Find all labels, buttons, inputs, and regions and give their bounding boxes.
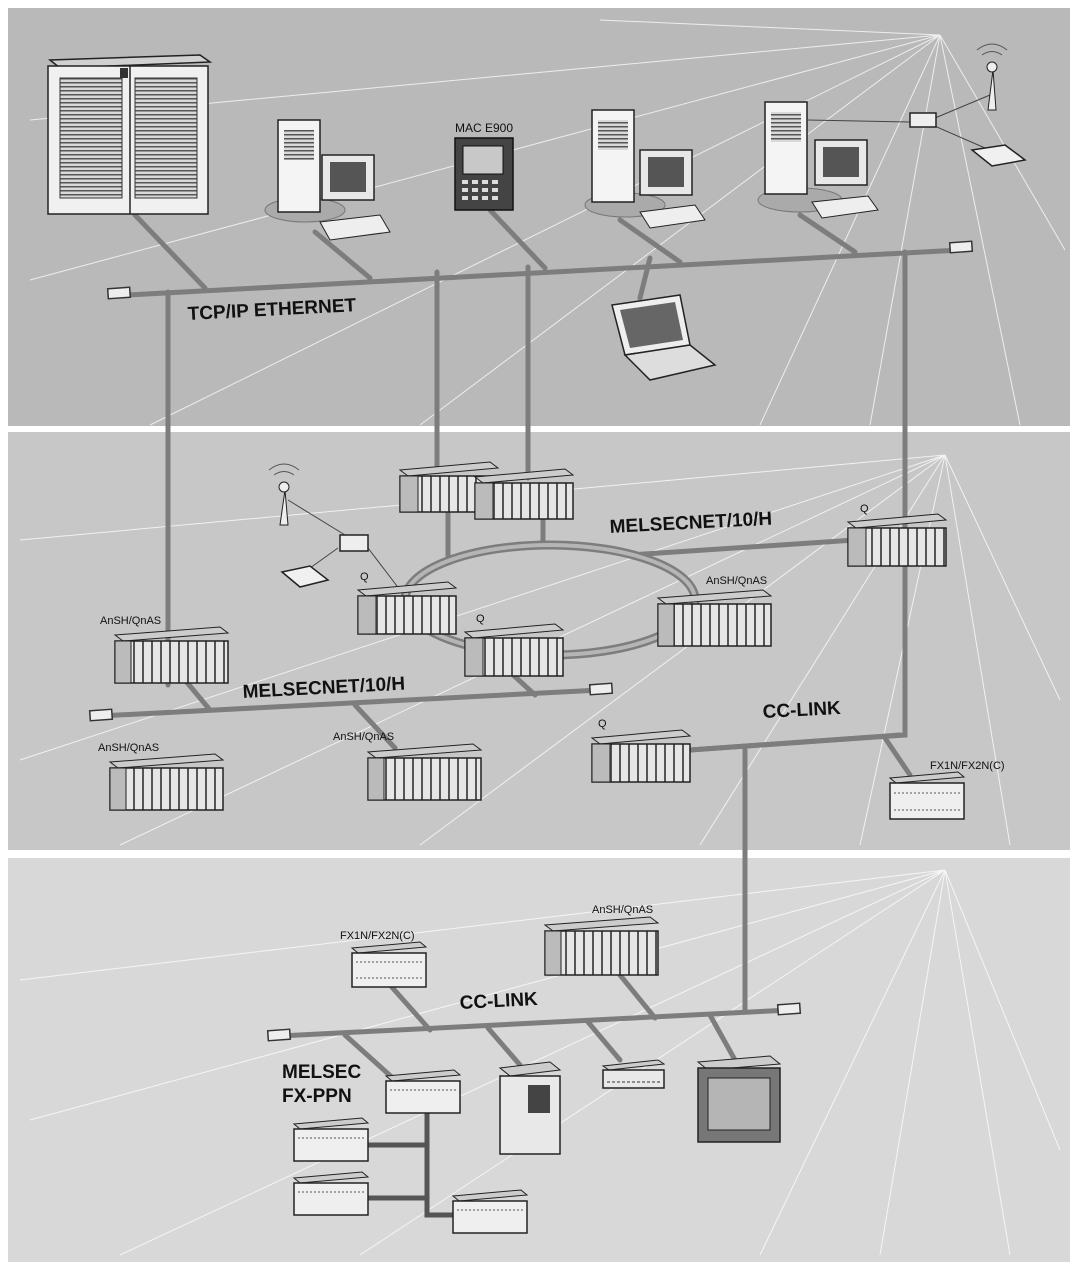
- plc-rack-icon-q-ring-center: [463, 623, 565, 677]
- fx-ppn-master-icon: [384, 1069, 462, 1114]
- workstation-icon-1: [264, 119, 391, 241]
- melsecnet-terminator-left: [88, 708, 114, 722]
- io-module-icon: [601, 1059, 666, 1089]
- plc-rack-icon-q-right: [846, 513, 948, 567]
- fx-label-bottom: FX1N/FX2N(C): [340, 930, 415, 942]
- inverter-drive-icon: [498, 1061, 562, 1155]
- ethernet-terminator-right: [948, 240, 974, 254]
- plc-rack-icon-ansh-bottom: [543, 916, 660, 976]
- plc-label-ansh-left: AnSH/QnAS: [100, 615, 161, 627]
- cclink-label-bottom: CC-LINK: [459, 989, 538, 1014]
- plc-rack-icon-top-center: [398, 461, 575, 520]
- workstation-icon-3: [757, 101, 879, 219]
- plc-label-ansh-bottom-left: AnSH/QnAS: [98, 742, 159, 754]
- server-rack-icon: [47, 54, 213, 215]
- plc-rack-icon-ansh-left: [113, 626, 230, 684]
- plc-rack-icon-ansh-bottom-mid: [366, 743, 483, 801]
- cclink-label-middle: CC-LINK: [762, 698, 841, 723]
- fx-ppn-slave-icon-3: [451, 1189, 529, 1234]
- melsec-label-line2: FX-PPN: [282, 1086, 352, 1107]
- fx-plc-icon-bottom: [350, 941, 428, 988]
- melsec-label-line1: MELSEC: [282, 1062, 361, 1083]
- cclink-terminator-right: [776, 1002, 802, 1016]
- middle-cables: [97, 505, 913, 1013]
- plc-label-q-ring-center: Q: [476, 613, 485, 625]
- wireless-antenna-icon-top: [807, 43, 1027, 167]
- plc-label-q-cclink: Q: [598, 718, 607, 730]
- plc-rack-icon-q-ring-left: [356, 581, 458, 635]
- plc-rack-icon-ansh-bottom-left: [108, 753, 225, 811]
- mac-e900-operator-panel: [454, 137, 514, 211]
- ansh-label-bottom: AnSH/QnAS: [592, 904, 653, 916]
- plc-label-ansh-bottom-mid: AnSH/QnAS: [333, 731, 394, 743]
- wireless-antenna-icon-middle: [268, 463, 401, 591]
- plc-rack-icon-q-cclink: [590, 729, 692, 783]
- fx-ppn-slave-icon-1: [292, 1117, 370, 1162]
- laptop-icon: [611, 294, 717, 381]
- plc-rack-icon-ansh-ring: [656, 589, 773, 647]
- fx-ppn-slave-icon-2: [292, 1171, 370, 1216]
- cclink-terminator-left: [266, 1028, 292, 1042]
- fx-plc-icon-right: [888, 771, 966, 820]
- melsecnet-terminator-right: [588, 682, 614, 696]
- plc-label-fx-right: FX1N/FX2N(C): [930, 760, 1005, 772]
- fx-ppn-cables: [368, 1112, 455, 1218]
- plc-label-q-ring-left: Q: [360, 571, 369, 583]
- hmi-touch-panel-icon: [696, 1055, 782, 1143]
- plc-label-q-right: Q: [860, 503, 869, 515]
- ethernet-terminator-left: [106, 286, 132, 300]
- plc-label-ansh-ring: AnSH/QnAS: [706, 575, 767, 587]
- mac-e900-label: MAC E900: [455, 121, 513, 135]
- workstation-icon-2: [584, 109, 706, 229]
- bottom-cables: [277, 972, 793, 1083]
